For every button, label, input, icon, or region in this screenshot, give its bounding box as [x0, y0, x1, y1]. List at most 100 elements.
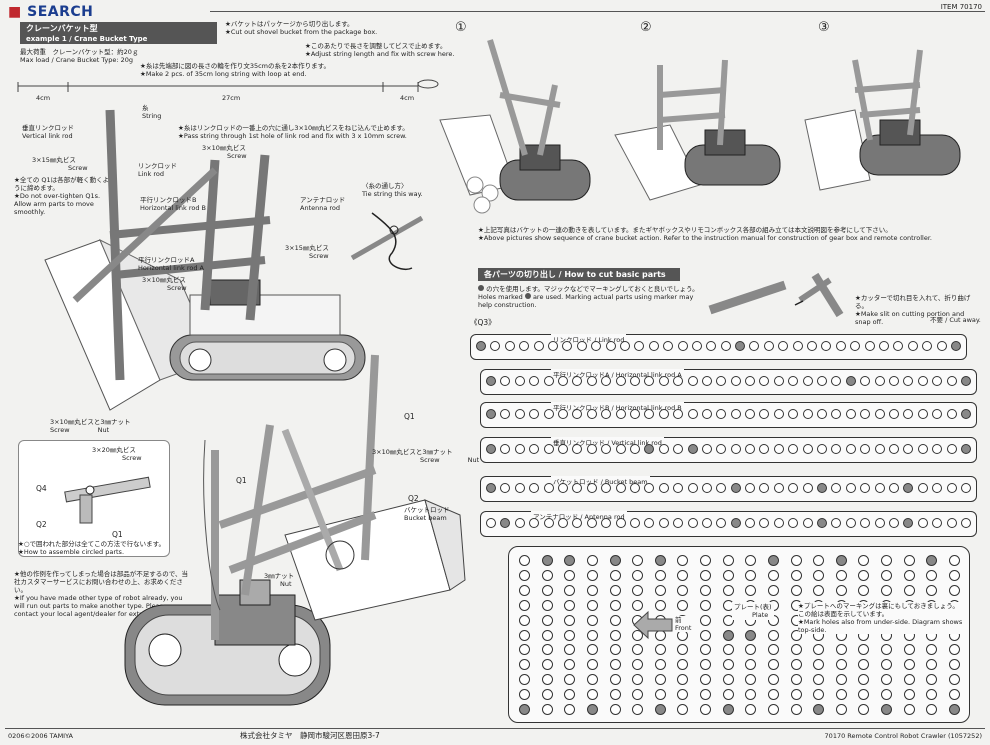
plate-hole [903, 704, 915, 715]
rod-hole [601, 409, 612, 419]
rod-hole [903, 483, 914, 493]
plate-hole [564, 704, 576, 715]
plate-hole [722, 659, 734, 671]
rod-vertical-label: 垂直リンクロッド / Vertical link rod [551, 437, 664, 447]
lower-q1-left: Q1 [236, 476, 247, 485]
plate-hole [722, 614, 734, 626]
plate-hole [722, 704, 734, 715]
rod-hole [932, 444, 943, 454]
footer-rule [5, 728, 985, 729]
rod-hole [716, 444, 727, 454]
rod-hole [629, 409, 640, 419]
plate-hole [677, 659, 689, 671]
cutting-title-bar: 各パーツの切り出し / How to cut basic parts [478, 268, 680, 281]
rod-hole [720, 341, 731, 351]
rod-hole [615, 444, 626, 454]
label-hlink-b-en: Horizontal link rod B [140, 204, 206, 212]
plate-hole [564, 689, 576, 701]
rod-hole [615, 409, 626, 419]
plate-label: プレート(表) Plate [732, 602, 774, 620]
plate-hole [677, 569, 689, 581]
cutting-holes-note-en: Holes marked are used. Marking actual pa… [478, 293, 708, 309]
rod-hole [730, 518, 741, 528]
rod-hole [663, 341, 674, 351]
plate-hole [835, 659, 847, 671]
rod-hole [514, 444, 525, 454]
plate-hole [541, 659, 553, 671]
note-circled-jp: ★○で囲われた部分は全てこの方法で行ないます。 [18, 540, 166, 548]
plate-hole [700, 659, 712, 671]
plate-hole [903, 644, 915, 656]
rod-hole [591, 341, 602, 351]
rod-hole [644, 409, 655, 419]
rod-hole [716, 483, 727, 493]
rod-hole [687, 444, 698, 454]
lower-bucket-beam: バケットロッド Bucket beam [404, 506, 450, 522]
plate-hole [745, 644, 757, 656]
plate-hole [858, 659, 870, 671]
plate-hole [858, 704, 870, 715]
plate-hole [632, 555, 644, 566]
label-link-rod: リンクロッド Link rod [138, 162, 177, 178]
rod-hole [644, 376, 655, 386]
note-adjust-string: ★このあたりで長さを調整してビスで止めます。 ★Adjust string le… [305, 42, 475, 58]
plate-hole [881, 644, 893, 656]
string-length-diagram [17, 79, 439, 92]
plate-hole [564, 599, 576, 611]
step-2-label: ② [640, 20, 652, 35]
plate-hole [564, 584, 576, 596]
rod-hole [903, 444, 914, 454]
plate-hole [519, 704, 530, 715]
note-q1-tighten-jp: ★全ての Q1は各部が軽く動くように締めます。 [14, 176, 110, 192]
rod-hole [946, 409, 957, 419]
rod-hole [691, 341, 702, 351]
rod-hole [860, 518, 871, 528]
rod-hole [778, 341, 789, 351]
plate-hole [541, 674, 553, 686]
rod-hole [961, 483, 971, 493]
crane-title-en: example 1 / Crane Bucket Type [26, 35, 148, 43]
label-link-rod-jp: リンクロッド [138, 162, 177, 170]
rod-hole [586, 409, 597, 419]
rod-hole [745, 518, 756, 528]
rod-hole [486, 409, 496, 419]
rod-hole [831, 444, 842, 454]
plate-hole [903, 689, 915, 701]
plate-hole [881, 704, 893, 715]
plate-hole [700, 689, 712, 701]
note-service-jp: ★他の作例を作ってしまった場合は部品が不足するので、当社カスタマーサービスにお問… [14, 570, 188, 594]
plate-hole [745, 555, 757, 566]
plate-hole [926, 674, 938, 686]
plate-hole [654, 569, 666, 581]
plate-hole [926, 704, 938, 715]
label-screw-top-en: Screw [227, 152, 247, 160]
rod-hole [673, 376, 684, 386]
sequence-caption-jp: ★上記写真はバケットの一連の動きを表しています。またギヤボックスやリモコンボック… [478, 226, 892, 234]
plate-hole [813, 704, 825, 715]
rod-hole [831, 376, 842, 386]
plate-hole [519, 629, 530, 641]
plate-hole [767, 674, 779, 686]
rod-hole [658, 444, 669, 454]
detail-q1: Q1 [112, 530, 123, 539]
plate-hole [609, 674, 621, 686]
rod-hole [529, 444, 540, 454]
rod-hole [629, 518, 640, 528]
rod-hole [932, 518, 943, 528]
cutter-note-jp: ★カッターで切れ目を入れて、折り曲げる。 [855, 294, 971, 310]
plate-hole [835, 555, 847, 566]
front-arrow-icon [633, 610, 673, 640]
rod-hlink-a: 平行リンクロッドA / Horizontal link rod A [480, 369, 977, 395]
label-tie-string-jp: 〈糸の通し方〉 [362, 182, 408, 190]
rod-hole [961, 409, 971, 419]
plate-hole [541, 584, 553, 596]
rod-bucket: バケットロッド / Bucket beam [480, 476, 977, 502]
plate-hole [926, 689, 938, 701]
rod-hole [946, 483, 957, 493]
plate-hole [949, 555, 960, 566]
marked-hole-icon [478, 285, 484, 291]
rod-hole [687, 483, 698, 493]
plate-hole [949, 674, 960, 686]
rod-hole [658, 483, 669, 493]
front-label-en: Front [675, 624, 692, 632]
